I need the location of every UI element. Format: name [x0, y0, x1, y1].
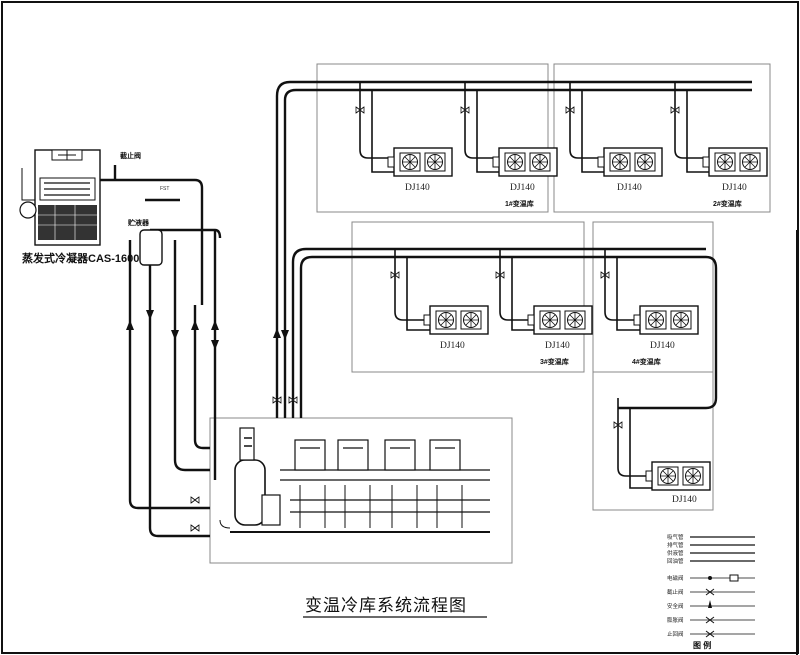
legend-item: 膨胀阀 — [667, 616, 684, 624]
condenser-label: 蒸发式冷凝器CAS-1600 — [22, 251, 139, 265]
room-label: 2#变温库 — [713, 199, 742, 208]
unit-label: DJ140 — [440, 341, 465, 351]
compressor-rack — [219, 427, 490, 533]
legend-item: 回油管 — [667, 557, 684, 565]
receiver-label: 贮液器 — [127, 218, 150, 227]
legend-item: 排气管 — [667, 541, 684, 549]
legend-title: 图 例 — [693, 640, 711, 650]
unit-label: DJ140 — [510, 183, 535, 193]
fst-label: FST — [160, 186, 169, 192]
legend-item: 止回阀 — [667, 630, 684, 638]
unit-label: DJ140 — [617, 183, 642, 193]
room-label: 1#变温库 — [505, 199, 534, 208]
separator: 贮液器 FST — [127, 186, 169, 266]
condenser-valve-note: 截止阀 — [120, 151, 141, 160]
unit-labels: DJ140 DJ140 DJ140 DJ140 DJ140 DJ140 DJ14… — [405, 183, 747, 505]
unit-label: DJ140 — [722, 183, 747, 193]
legend-item: 安全阀 — [667, 602, 684, 610]
unit-label: DJ140 — [405, 183, 430, 193]
legend: 吸气管 排气管 供液管 回油管 电磁阀 截止阀 安全阀 膨胀阀 止回阀 图 例 — [667, 533, 755, 650]
legend-item: 供液管 — [667, 549, 684, 557]
room-frames — [209, 63, 771, 564]
evaporator-units — [387, 147, 768, 491]
legend-item: 吸气管 — [667, 533, 684, 541]
unit-label: DJ140 — [545, 341, 570, 351]
diagram-title: 变温冷库系统流程图 — [305, 596, 467, 615]
flow-arrows — [126, 310, 289, 350]
room-labels: 1#变温库 2#变温库 3#变温库 4#变温库 — [505, 199, 742, 366]
unit-label: DJ140 — [672, 495, 697, 505]
legend-item: 电磁阀 — [667, 574, 684, 582]
room-label: 4#变温库 — [632, 357, 661, 366]
evaporative-condenser: 蒸发式冷凝器CAS-1600 截止阀 — [19, 149, 141, 265]
unit-label: DJ140 — [650, 341, 675, 351]
main-pipes — [100, 80, 752, 538]
legend-item: 截止阀 — [667, 588, 684, 596]
branch-pipes — [359, 82, 709, 489]
room-label: 3#变温库 — [540, 357, 569, 366]
